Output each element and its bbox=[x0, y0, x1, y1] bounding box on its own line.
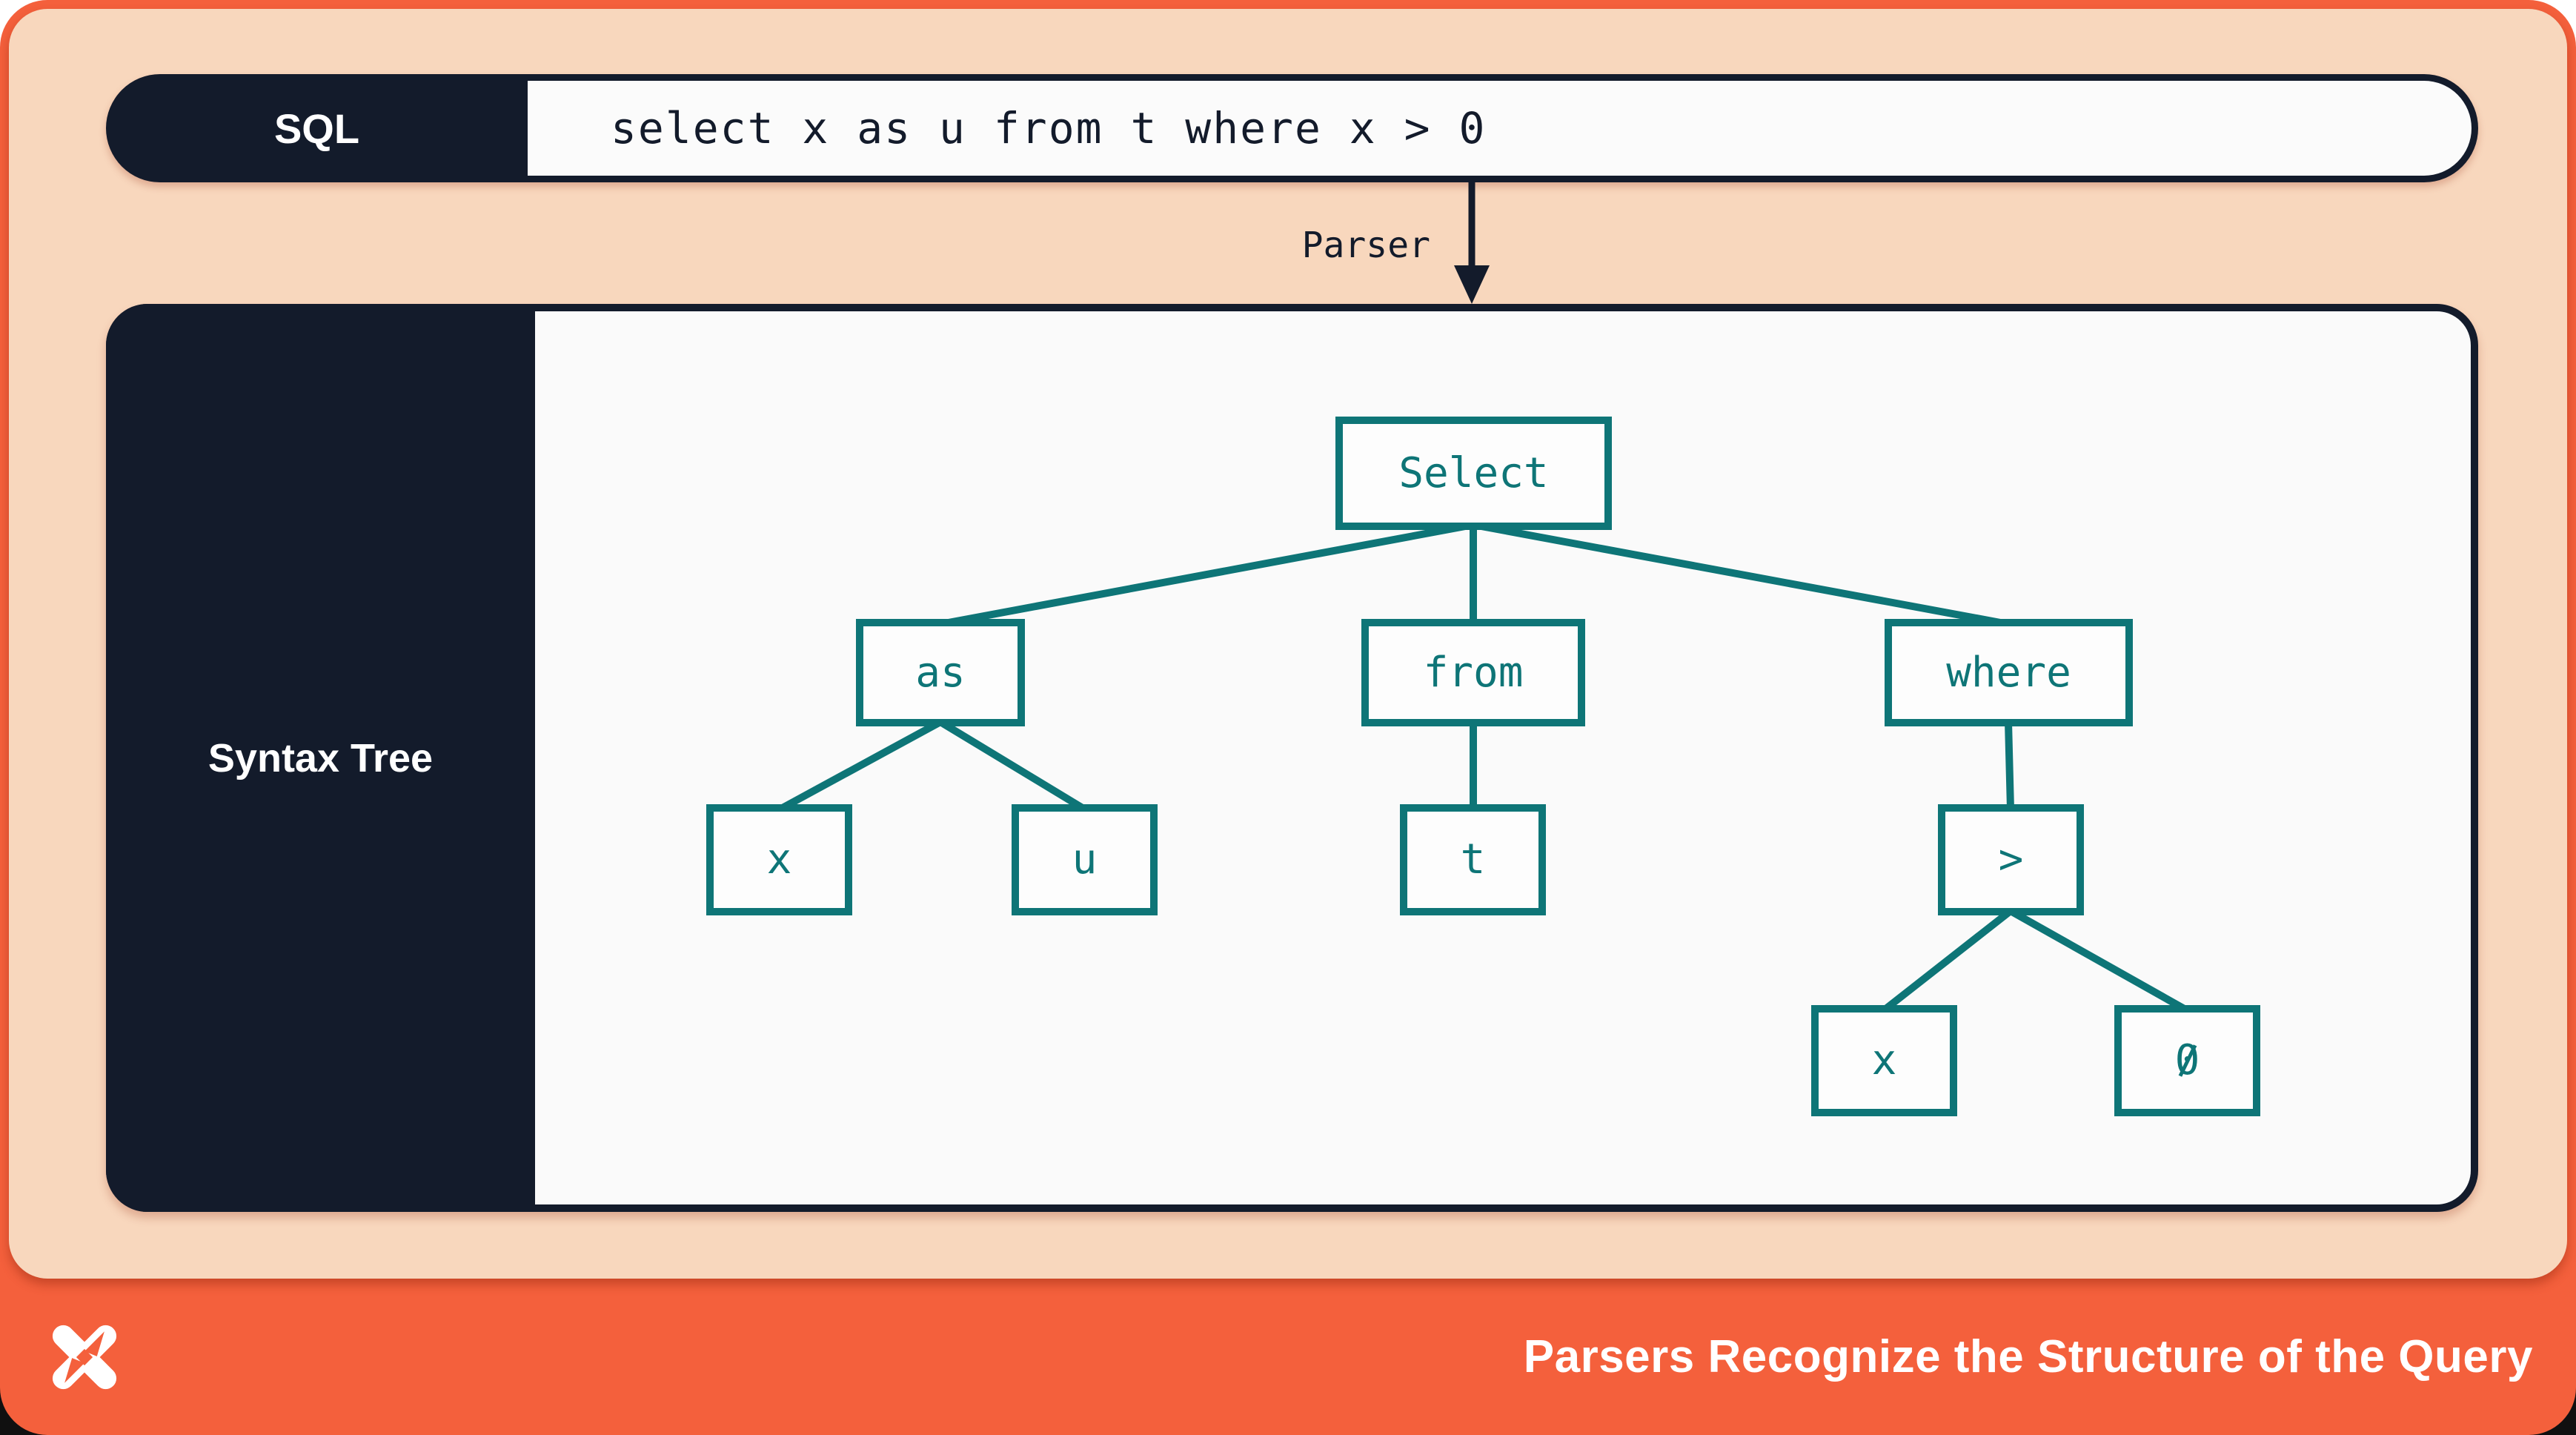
tree-node-t: t bbox=[1400, 804, 1546, 915]
tree-node-as: as bbox=[856, 619, 1025, 726]
tree-node-where: where bbox=[1885, 619, 2133, 726]
tree-node-select-label: Select bbox=[1398, 448, 1549, 497]
tree-node-zero: 0 bbox=[2114, 1005, 2260, 1116]
parser-label: Parser bbox=[1301, 225, 1430, 266]
tree-node-where-label: where bbox=[1946, 648, 2071, 697]
syntax-tree-sidebar: Syntax Tree bbox=[106, 304, 535, 1212]
tree-node-x2-label: x bbox=[1871, 1036, 1897, 1084]
sql-bar-label: SQL bbox=[273, 105, 360, 152]
dagster-pinwheel-logo-icon bbox=[52, 1325, 117, 1389]
tree-node-gt: > bbox=[1938, 804, 2084, 915]
tree-node-t-label: t bbox=[1460, 835, 1486, 884]
tree-edges bbox=[777, 521, 2189, 1014]
tree-node-x2: x bbox=[1811, 1005, 1957, 1116]
tree-node-gt-label: > bbox=[1998, 835, 2024, 884]
sql-query-box: select x as u from t where x > 0 bbox=[528, 81, 2472, 176]
tree-node-x1: x bbox=[706, 804, 852, 915]
tree-node-from-label: from bbox=[1423, 648, 1524, 697]
sql-bar: SQL select x as u from t where x > 0 bbox=[106, 74, 2478, 182]
tree-node-from: from bbox=[1361, 619, 1585, 726]
sql-query-text: select x as u from t where x > 0 bbox=[611, 103, 1487, 153]
footer-title: Parsers Recognize the Structure of the Q… bbox=[1523, 1331, 2533, 1382]
syntax-tree-diagram: Select as from where x u t > x 0 bbox=[106, 304, 2478, 1212]
tree-node-x1-label: x bbox=[766, 835, 792, 884]
tree-node-u: u bbox=[1012, 804, 1158, 915]
tree-node-zero-label: 0 bbox=[2174, 1036, 2200, 1084]
footer-bar: Parsers Recognize the Structure of the Q… bbox=[0, 1279, 2576, 1435]
syntax-tree-panel: Syntax Tree Select bbox=[106, 304, 2478, 1212]
tree-node-u-label: u bbox=[1072, 835, 1098, 884]
tree-node-select: Select bbox=[1335, 417, 1612, 530]
syntax-tree-label: Syntax Tree bbox=[208, 735, 434, 781]
tree-node-as-label: as bbox=[915, 648, 966, 697]
parser-arrow-icon bbox=[1454, 182, 1490, 304]
